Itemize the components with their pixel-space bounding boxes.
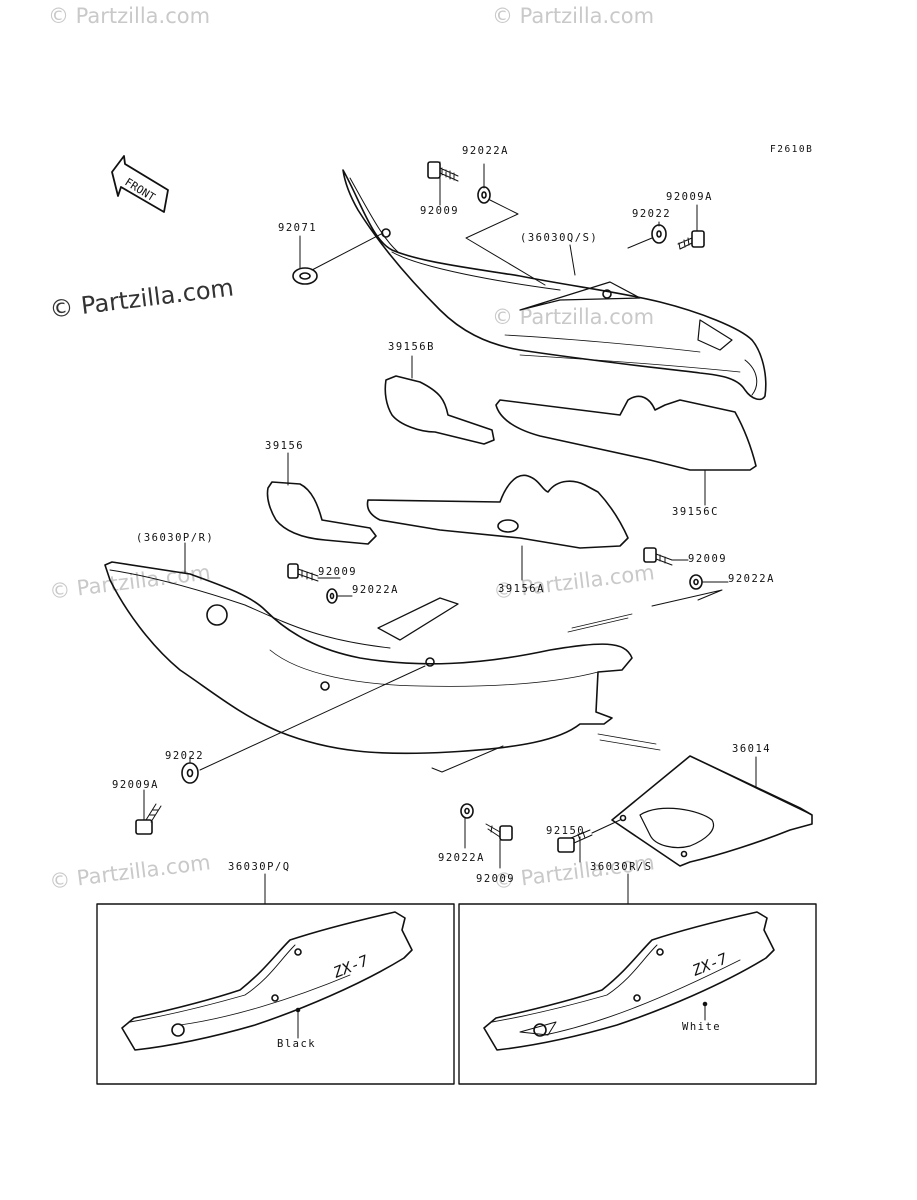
figure-code: F2610B (770, 144, 814, 155)
callout-92009-right-mid: 92009 (688, 553, 728, 565)
bolt-92150-icon (557, 819, 621, 853)
leader-lines (143, 161, 757, 905)
bolt-92009-top-icon (427, 161, 459, 182)
front-arrow-icon: FRONT (111, 155, 169, 213)
cover-36014 (611, 755, 813, 867)
callout-39156B: 39156B (388, 341, 435, 353)
washer-92022A-bottom-icon (431, 745, 504, 819)
callout-36030PQ: 36030P/Q (228, 861, 291, 873)
seat-cowl-upper (342, 169, 767, 401)
inset-cover-black: ZX-7 (121, 911, 413, 1051)
pad-39156B (384, 375, 495, 445)
inset-right-decal: ZX-7 (689, 949, 730, 980)
inset-box-right (458, 903, 817, 1085)
callout-92009A-right: 92009A (666, 191, 713, 203)
inset-right-color-label: White (682, 1021, 722, 1033)
callout-36030RS: 36030R/S (590, 861, 653, 873)
washer-92022-right-icon (627, 224, 667, 249)
callout-36014: 36014 (732, 743, 772, 755)
callout-92022A-right-mid: 92022A (728, 573, 775, 585)
bolt-92009A-left-icon (135, 803, 162, 835)
callout-92009-mid: 92009 (318, 566, 358, 578)
inset-box-left (96, 903, 455, 1085)
watermark: © Partzilla.com (492, 305, 655, 329)
callout-92022-right: 92022 (632, 208, 672, 220)
washer-92022A-right-mid-icon (651, 574, 723, 607)
callout-92009A-left: 92009A (112, 779, 159, 791)
callout-92071: 92071 (278, 222, 318, 234)
callout-36030PR: (36030P/R) (136, 532, 215, 544)
inset-left-decal: ZX-7 (330, 951, 371, 982)
callout-39156C: 39156C (672, 506, 719, 518)
callout-92150: 92150 (546, 825, 586, 837)
bolt-92009-right-mid-icon (643, 547, 673, 566)
bolt-92009A-right-icon (677, 230, 705, 250)
pad-39156C (495, 395, 757, 471)
grommet-92071-icon (292, 232, 384, 285)
watermark: © Partzilla.com (48, 4, 211, 28)
watermark: © Partzilla.com (492, 4, 655, 28)
callout-92009-top: 92009 (420, 205, 460, 217)
callout-39156: 39156 (265, 440, 305, 452)
side-cover-lower (104, 561, 661, 771)
callout-92022A-top: 92022A (462, 145, 509, 157)
callout-92022-left: 92022 (165, 750, 205, 762)
bolt-92009-bottom-icon (485, 823, 513, 841)
callout-92022A-mid: 92022A (352, 584, 399, 596)
pad-39156 (266, 481, 377, 545)
callout-92022A-bottom: 92022A (438, 852, 485, 864)
bolt-92009-mid-icon (287, 563, 319, 582)
callout-36030QS: (36030Q/S) (520, 232, 599, 244)
callout-92009-bottom: 92009 (476, 873, 516, 885)
inset-cover-white: ZX-7 (483, 911, 775, 1051)
washer-92022-left-icon (181, 762, 199, 784)
washer-92022A-mid-icon (326, 588, 338, 604)
callout-39156A: 39156A (498, 583, 545, 595)
pad-39156A-hole (497, 519, 519, 533)
pad-39156A (366, 474, 629, 549)
inset-left-color-label: Black (277, 1038, 317, 1050)
